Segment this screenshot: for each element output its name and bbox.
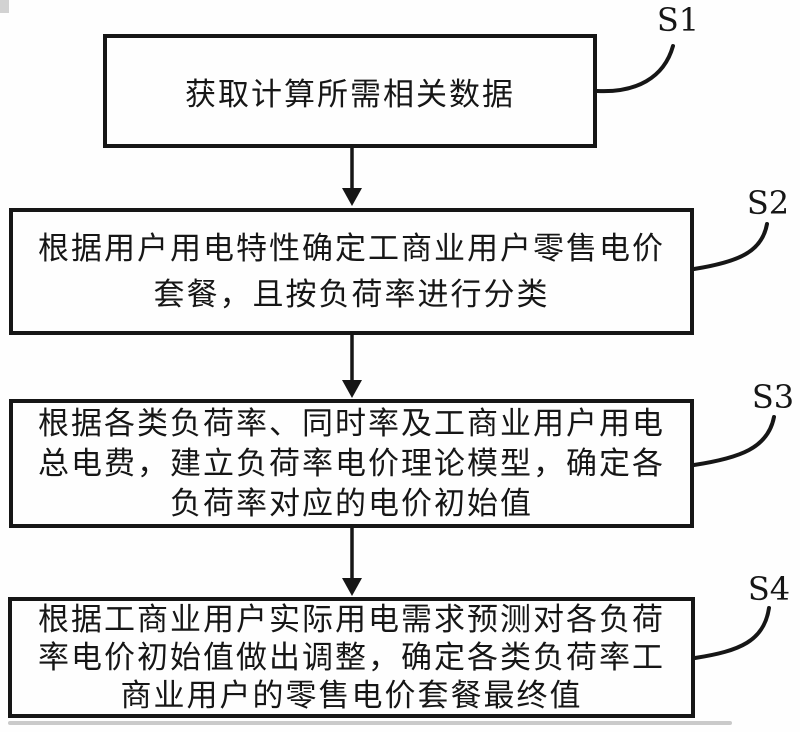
step-s1-text: 获取计算所需相关数据	[185, 76, 515, 113]
scan-artifact-bottom-shadow	[8, 721, 732, 725]
step-s4-text-line1: 根据工商业用户实际用电需求预测对各负荷	[38, 601, 665, 638]
flow-arrow-1	[342, 146, 362, 206]
step-s3-text-line3: 负荷率对应的电价初始值	[170, 485, 533, 522]
step-s3-text-line2: 总电费，建立负荷率电价理论模型，确定各	[38, 445, 665, 482]
step-label-s4: S4	[747, 570, 791, 608]
step-box-s3: 根据各类负荷率、同时率及工商业用户用电 总电费，建立负荷率电价理论模型，确定各 …	[9, 399, 694, 528]
leader-line-s4	[693, 606, 771, 660]
step-box-s4: 根据工商业用户实际用电需求预测对各负荷 率电价初始值做出调整，确定各类负荷率工 …	[8, 597, 695, 718]
scan-artifact-topleft-smudge	[0, 0, 9, 13]
step-box-s1: 获取计算所需相关数据	[103, 34, 597, 148]
step-label-s1: S1	[656, 1, 700, 39]
leader-line-s3	[692, 415, 776, 467]
flow-arrow-3	[342, 526, 362, 596]
leader-line-s2	[692, 222, 769, 271]
step-s2-text-line1: 根据用户用电特性确定工商业用户零售电价	[38, 230, 665, 267]
step-s4-text-line3: 商业用户的零售电价套餐最终值	[120, 677, 583, 714]
step-s3-text-line1: 根据各类负荷率、同时率及工商业用户用电	[38, 405, 665, 442]
step-s4-text-line2: 率电价初始值做出调整，确定各类负荷率工	[38, 639, 665, 676]
step-label-s2: S2	[746, 184, 790, 222]
step-label-s3: S3	[751, 378, 795, 416]
step-box-s2: 根据用户用电特性确定工商业用户零售电价 套餐，且按负荷率进行分类	[9, 208, 694, 335]
step-s2-text-line2: 套餐，且按负荷率进行分类	[153, 276, 550, 313]
flow-arrow-2	[342, 333, 362, 398]
leader-line-s1	[595, 44, 675, 94]
